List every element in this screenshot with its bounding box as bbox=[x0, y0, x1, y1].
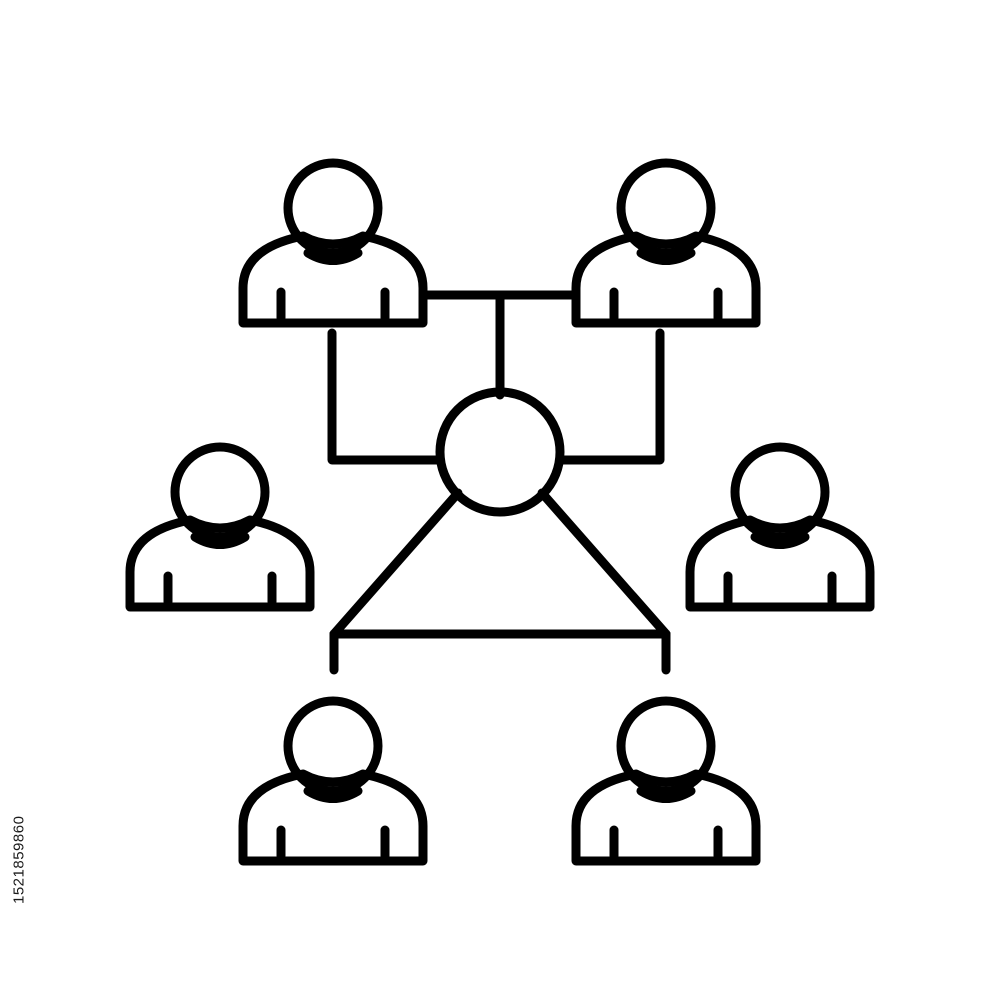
hub-node-icon bbox=[435, 387, 565, 517]
person-icon bbox=[130, 447, 310, 607]
person-icon bbox=[690, 447, 870, 607]
person-icon bbox=[576, 701, 756, 861]
person-icon bbox=[576, 163, 756, 323]
image-id-text: 1521859860 bbox=[10, 815, 28, 905]
person-icon bbox=[243, 701, 423, 861]
person-icon bbox=[243, 163, 423, 323]
network-triangle bbox=[329, 488, 671, 675]
connector-lines bbox=[327, 290, 665, 465]
